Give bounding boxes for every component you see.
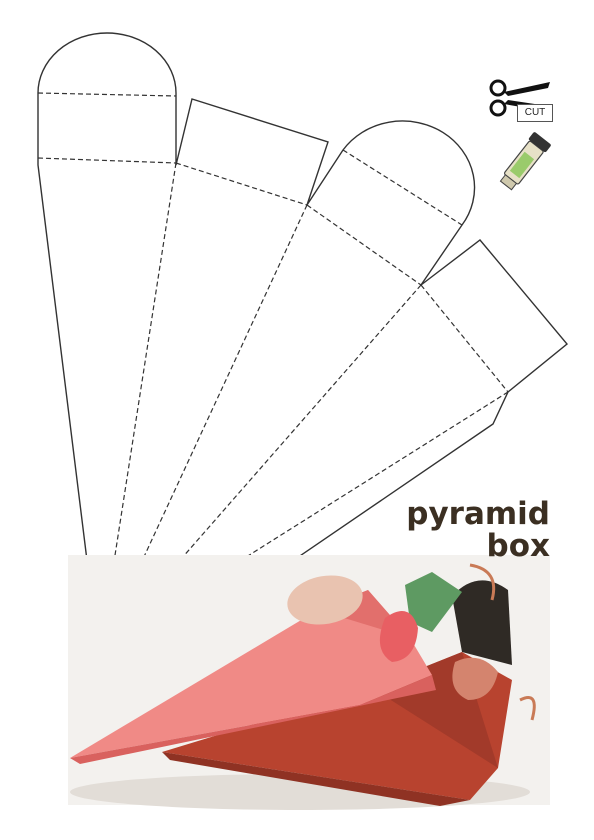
cut-label: CUT (517, 104, 553, 122)
title-line-1: pyramid (406, 496, 550, 532)
glue-stick-icon (499, 132, 551, 191)
finished-box-photo (68, 555, 550, 810)
page-title: pyramid box (406, 498, 550, 562)
title-line-2: box (486, 528, 550, 564)
